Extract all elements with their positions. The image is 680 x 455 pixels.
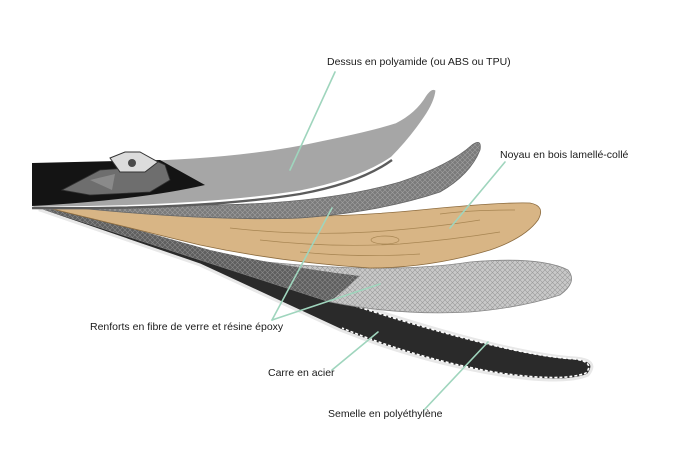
ski-binding-icon	[60, 151, 171, 196]
label-wood-core: Noyau en bois lamellé-collé	[500, 149, 629, 161]
label-base: Semelle en polyéthylène	[328, 408, 443, 420]
wood-core-layer	[39, 200, 542, 269]
upper-fiberglass-layer	[39, 142, 481, 220]
steel-edge	[39, 206, 590, 379]
label-steel-edge: Carre en acier	[268, 367, 335, 379]
leader-top-sheet	[289, 71, 336, 171]
leader-wood-core	[449, 161, 506, 229]
label-top-sheet: Dessus en polyamide (ou ABS ou TPU)	[327, 56, 511, 68]
leader-steel-edge	[331, 331, 379, 371]
lower-fiberglass-layer	[39, 202, 572, 314]
leader-reinforcement-upper	[271, 207, 333, 321]
leader-reinforcement-lower	[271, 283, 381, 321]
label-reinforcement: Renforts en fibre de verre et résine épo…	[90, 321, 284, 333]
leader-base	[423, 341, 489, 411]
